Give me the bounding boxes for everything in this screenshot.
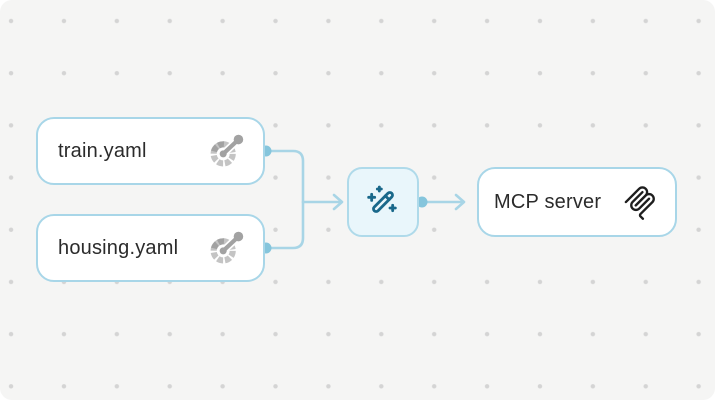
edge-files-merge[interactable] — [264, 149, 305, 250]
housing-yaml-label: housing.yaml — [58, 236, 179, 259]
arrowhead-server — [454, 193, 466, 211]
node-housing-yaml[interactable]: housing.yaml — [36, 214, 265, 282]
dial-wheel-icon — [206, 130, 248, 172]
output-port-transform[interactable] — [416, 196, 428, 208]
node-mcp-server[interactable]: MCP server — [477, 167, 677, 237]
node-train-yaml[interactable]: train.yaml — [36, 117, 265, 185]
mcp-server-label: MCP server — [494, 190, 602, 213]
train-yaml-label: train.yaml — [58, 139, 147, 162]
mcp-logo-icon — [621, 183, 659, 221]
magic-wand-icon — [363, 182, 403, 222]
arrowhead-transform — [332, 193, 344, 211]
node-transform[interactable] — [347, 167, 419, 237]
dial-wheel-icon — [206, 227, 248, 269]
